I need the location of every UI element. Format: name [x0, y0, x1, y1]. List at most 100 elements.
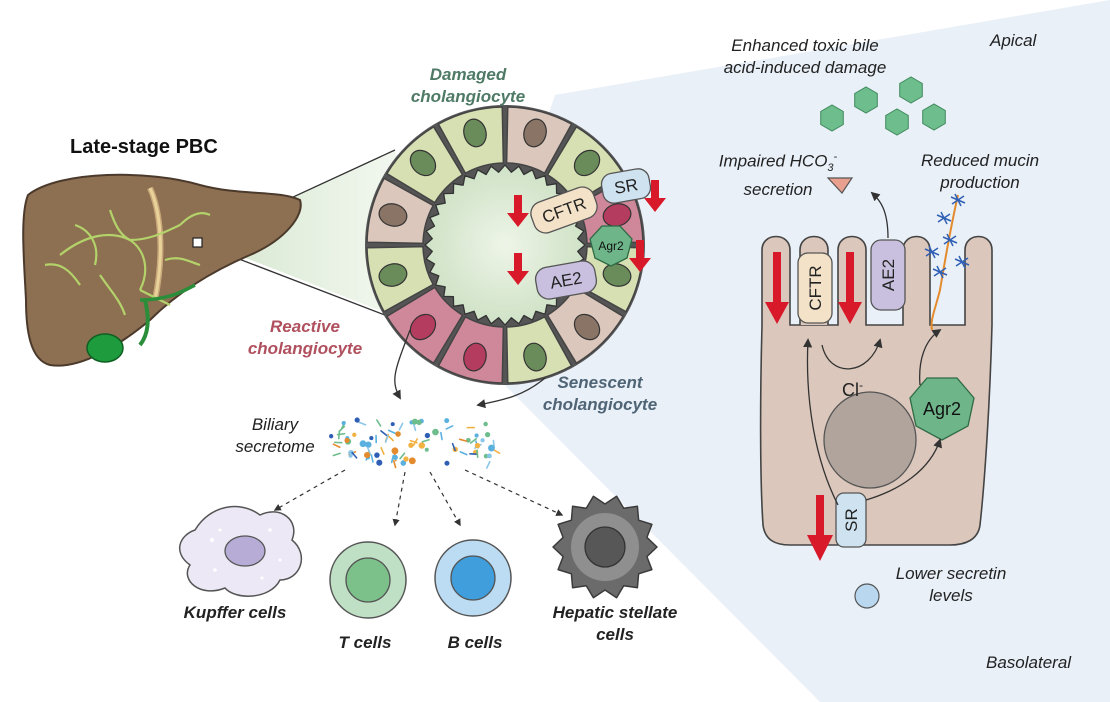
damaged-cholangiocyte-label: Damaged cholangiocyte	[388, 64, 548, 108]
reactive-label-line2: cholangiocyte	[247, 339, 363, 358]
red-down-arrow	[765, 252, 789, 324]
mucin-label-line2: production	[940, 173, 1020, 192]
cell-nucleus	[463, 342, 487, 372]
red-down-arrow	[629, 240, 651, 272]
cell-nucleus	[523, 118, 547, 148]
secretin-label-line1: Lower secretin	[895, 564, 1007, 583]
agr2-protein: Agr2	[909, 377, 975, 441]
chloride-label: Cl-	[842, 378, 863, 400]
damaged-label-line2: cholangiocyte	[410, 87, 526, 106]
senescent-cholangiocyte-label: Senescent cholangiocyte	[520, 372, 680, 416]
mucin-fiber	[930, 194, 959, 331]
mucin-label-line1: Reduced mucin	[920, 151, 1040, 170]
bile-acid-hexagon	[820, 104, 844, 132]
sr-receptor-label: SR	[842, 508, 861, 532]
kupffer-cells-label: Kupffer cells	[183, 603, 287, 622]
ring-sr-protein: SR	[600, 168, 652, 204]
bile-acid-hexagon	[922, 103, 946, 131]
arrow-agr2-to-mucin	[919, 328, 942, 386]
cell-nucleus	[378, 203, 408, 227]
lower-secretin-label: Lower secretin levels	[876, 563, 1026, 607]
reduced-mucin-label: Reduced mucin production	[900, 150, 1060, 194]
ring-agr2-protein: Agr2	[589, 225, 633, 267]
zoom-marker	[192, 237, 203, 248]
biliary-secretome-label: Biliary secretome	[220, 414, 330, 458]
cell-nucleus	[573, 313, 601, 341]
apical-label: Apical	[990, 31, 1037, 50]
bile-acid-molecules	[820, 76, 946, 136]
dashed-arrow-bcells	[429, 471, 461, 527]
ring-ae2-protein: AE2	[534, 260, 598, 300]
toxic-label-line2: acid-induced damage	[723, 58, 887, 77]
hco3-label-line1: Impaired HCO3-	[718, 151, 838, 175]
senescent-label-line1: Senescent	[557, 373, 643, 392]
page-title: Late-stage PBC	[70, 136, 218, 158]
cftr-channel-label: CFTR	[806, 265, 825, 310]
secretin-molecule-icon	[854, 583, 880, 609]
hepatic-stellate-cell-icon	[552, 495, 658, 599]
sr-receptor: SR	[835, 492, 867, 548]
cftr-channel: CFTR	[797, 252, 833, 324]
gallbladder-icon	[86, 333, 124, 363]
bile-acid-hexagon	[885, 108, 909, 136]
secretome-label-line2: secretome	[235, 437, 315, 456]
arrow-sr-to-agr2	[865, 438, 943, 501]
arrow-senescent-to-secretome	[476, 377, 546, 409]
arrow-sr-to-cftr	[803, 338, 839, 506]
t-cells-label: T cells	[338, 633, 392, 652]
dashed-arrow-tcells	[392, 471, 406, 527]
red-down-arrow	[644, 180, 666, 212]
panel-red-arrows	[765, 252, 862, 561]
damaged-label-line1: Damaged	[429, 65, 507, 84]
dashed-arrow-kupffer	[273, 469, 346, 511]
hco3-label-line2: secretion	[743, 180, 813, 200]
impaired-hco3-label: Impaired HCO3- secretion	[693, 146, 863, 201]
ring-sr-label: SR	[613, 175, 640, 198]
arrow-ae2-to-hco3	[870, 191, 889, 239]
hepatic-stellate-cells-label: Hepatic stellate cells	[525, 602, 705, 646]
cell-nucleus	[409, 149, 437, 177]
hco3-ion-icon	[826, 177, 854, 194]
red-down-arrow	[838, 252, 862, 324]
nucleus	[823, 391, 917, 489]
t-cell-icon	[329, 541, 407, 619]
cell-nucleus	[463, 118, 487, 148]
red-down-arrow	[507, 253, 529, 285]
b-cells-label: B cells	[447, 633, 503, 652]
b-cell-icon	[434, 539, 512, 617]
toxic-bile-acid-label: Enhanced toxic bile acid-induced damage	[700, 35, 910, 79]
red-down-arrow	[507, 195, 529, 227]
agr2-protein-label: Agr2	[923, 399, 961, 419]
stellate-label-line2: cells	[596, 625, 634, 644]
stellate-label-line1: Hepatic stellate	[552, 603, 678, 622]
cell-nucleus	[602, 263, 632, 287]
arrow-cl-exchange	[821, 338, 883, 370]
arrow-reactive-to-secretome	[392, 329, 411, 400]
ring-agr2-label: Agr2	[598, 239, 624, 253]
mucin-glycans	[924, 193, 970, 279]
secretome-particles	[329, 417, 501, 469]
bile-acid-hexagon	[854, 86, 878, 114]
ring-red-arrows	[507, 180, 666, 285]
cell-nucleus	[378, 263, 408, 287]
cell-nucleus	[523, 342, 547, 372]
secretome-label-line1: Biliary	[251, 415, 299, 434]
cell-nucleus	[573, 149, 601, 177]
reactive-label-line1: Reactive	[270, 317, 340, 336]
toxic-label-line1: Enhanced toxic bile	[731, 36, 879, 55]
reactive-cholangiocyte-label: Reactive cholangiocyte	[225, 316, 385, 360]
kupffer-cell-icon	[178, 505, 303, 597]
bile-acid-hexagon	[899, 76, 923, 104]
red-down-arrow	[807, 495, 833, 561]
cell-nucleus	[409, 313, 437, 341]
ae2-transporter-label: AE2	[879, 259, 898, 291]
cell-body	[759, 235, 993, 546]
senescent-label-line2: cholangiocyte	[542, 395, 658, 414]
ring-cftr-protein: CFTR	[530, 186, 598, 234]
basolateral-label: Basolateral	[986, 653, 1072, 672]
liver-illustration	[22, 173, 302, 367]
ae2-transporter: AE2	[870, 239, 906, 311]
dashed-arrow-stellate	[464, 469, 564, 516]
secretin-label-line2: levels	[929, 586, 973, 605]
